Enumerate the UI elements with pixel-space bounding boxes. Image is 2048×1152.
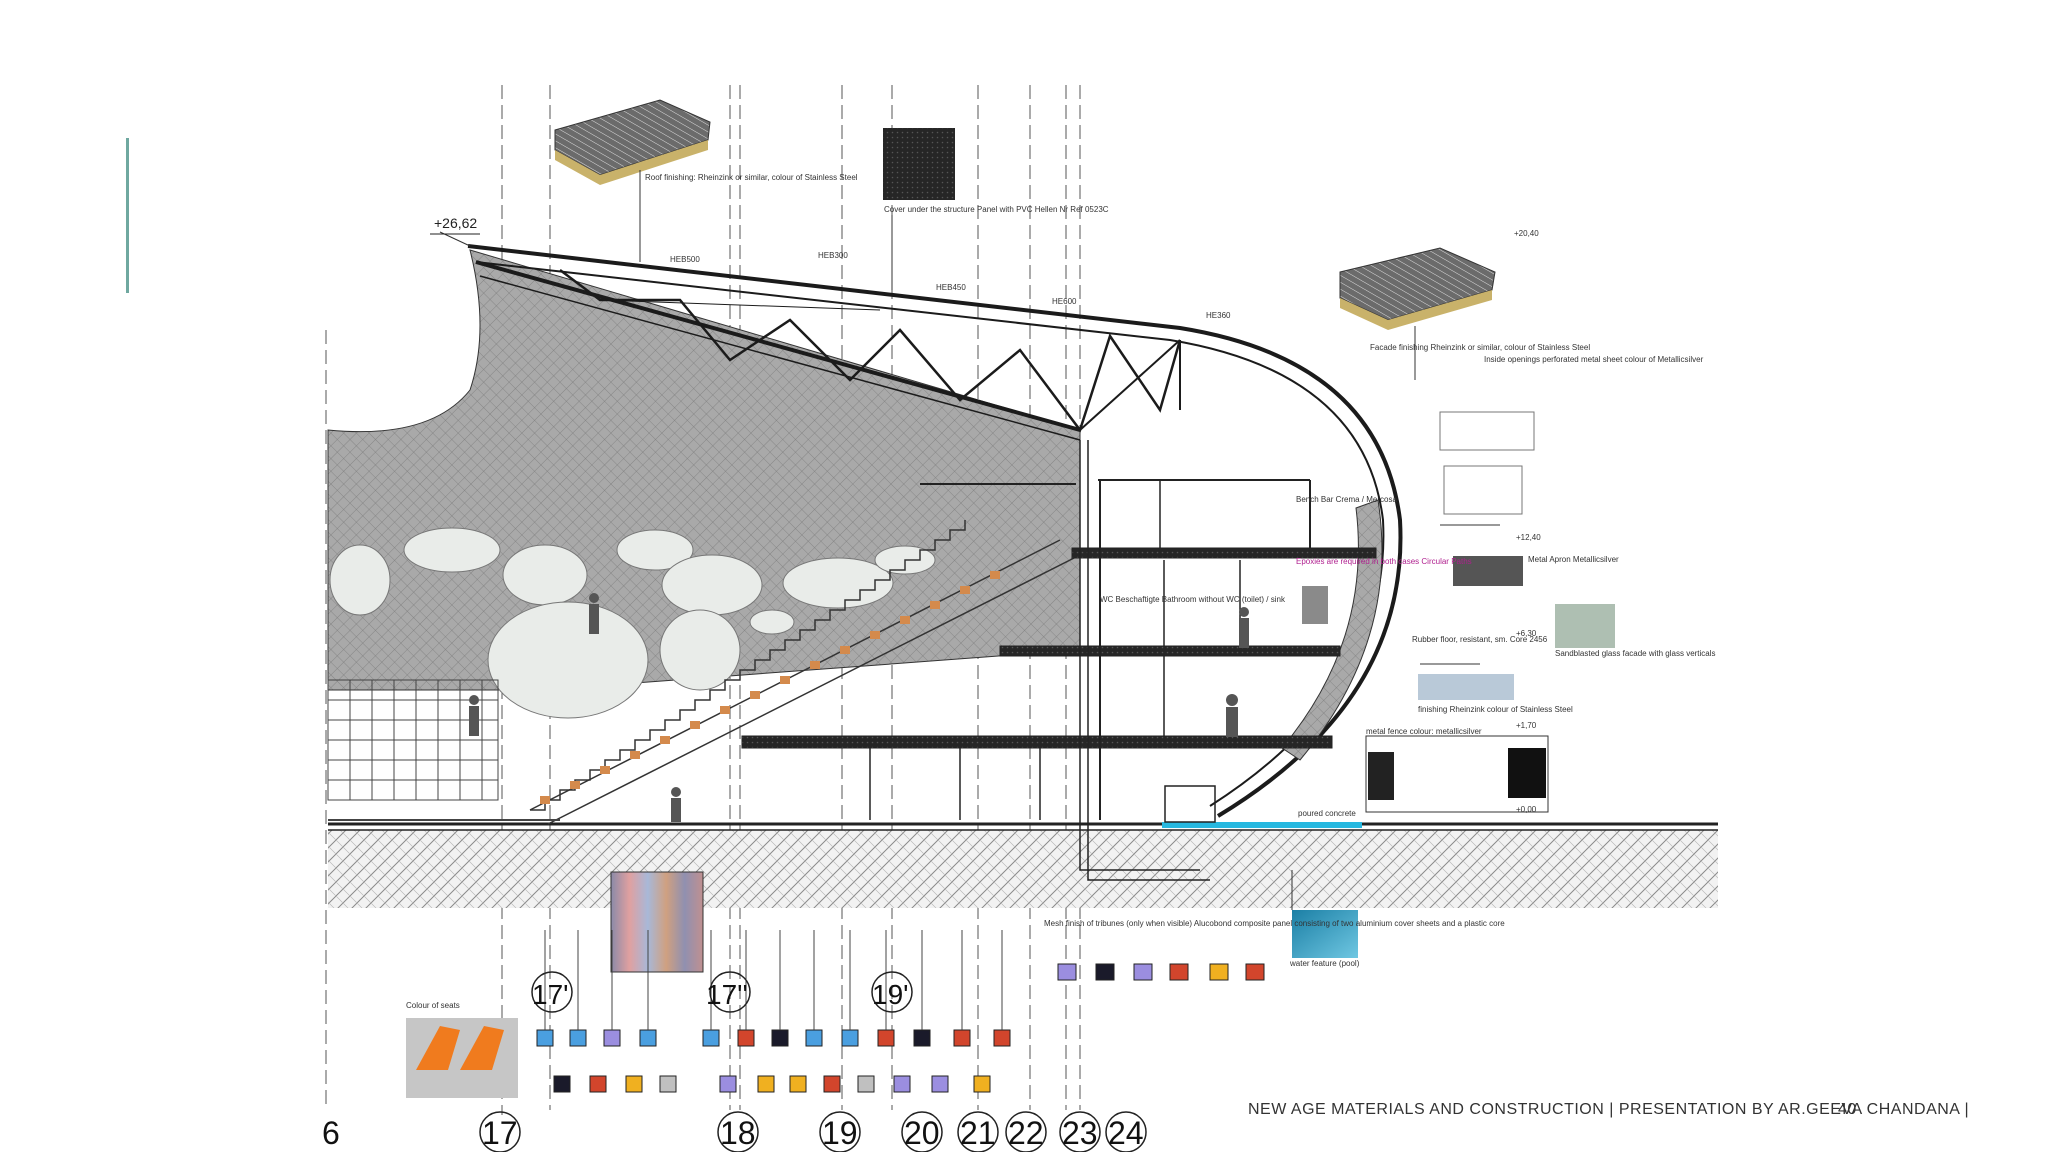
axis-labels: 6 17 18 19 20 21 22 23 24 [322, 1115, 1144, 1151]
dim-3: +6,30 [1516, 629, 1537, 638]
axis-mid-2: 17'' [706, 979, 748, 1010]
dimension-tags: +20,40 +12,40 +6,30 +1,70 +0,00 HEB500 H… [670, 229, 1541, 814]
seat-rows [540, 571, 1000, 804]
axis-label-17: 17 [482, 1115, 518, 1151]
annotations: Roof finishing: Rheinzink or similar, co… [406, 173, 1716, 1010]
dim-5: +0,00 [1516, 805, 1537, 814]
dim-8: HEB450 [936, 283, 966, 292]
interior-floors [741, 440, 1377, 881]
axis-label-20: 20 [904, 1115, 940, 1151]
axis-label-21: 21 [960, 1115, 996, 1151]
dim-7: HEB300 [818, 251, 848, 260]
label-metal-fence: metal fence colour: metallicsilver [1366, 727, 1482, 736]
label-roof-finishing: Roof finishing: Rheinzink or similar, co… [645, 173, 858, 182]
dim-10: HE360 [1206, 311, 1231, 320]
dim-1: +20,40 [1514, 229, 1539, 238]
axis-circles [479, 1111, 1147, 1152]
tribune-stairs [529, 520, 1081, 825]
axis-mid-3: 19' [872, 979, 909, 1010]
label-metal-apron: Metal Apron Metallicsilver [1528, 555, 1619, 564]
label-rubber-floor: Rubber floor, resistant, sm. Core 2456 [1412, 635, 1548, 644]
label-mesh-finish: Mesh finish of tribunes (only when visib… [1044, 919, 1505, 928]
accent-bar [126, 138, 129, 293]
footer: NEW AGE MATERIALS AND CONSTRUCTION | PRE… [1248, 1101, 1969, 1125]
label-poured-concrete: poured concrete [1298, 809, 1356, 818]
footer-text: NEW AGE MATERIALS AND CONSTRUCTION | PRE… [1248, 1101, 1970, 1118]
dim-2: +12,40 [1516, 533, 1541, 542]
label-wall-finish: Bench Bar Crema / Mercosa [1296, 495, 1397, 504]
colour-swatches [536, 963, 1265, 1093]
facade-stone-band [1281, 499, 1383, 761]
axis-label-19: 19 [822, 1115, 858, 1151]
label-colour-of-seats: Colour of seats [406, 1001, 460, 1010]
label-cover-under-truss: Cover under the structure Panel with PVC… [884, 205, 1109, 214]
axis-label-6: 6 [322, 1115, 340, 1151]
page-number: 40 [1838, 1101, 1857, 1118]
swatch-leaders [544, 930, 1003, 1030]
dim-6: HEB500 [670, 255, 700, 264]
pool-edge [1162, 822, 1362, 828]
label-finishing-rheinzink: finishing Rheinzink colour of Stainless … [1418, 705, 1573, 714]
ground-hatch [328, 830, 1718, 908]
dim-4: +1,70 [1516, 721, 1537, 730]
axis-label-23: 23 [1062, 1115, 1098, 1151]
label-wc: WC Beschaftigte Bathroom without WC (toi… [1100, 595, 1286, 604]
label-epoxy-note: Epoxies are required in both cases Circu… [1296, 557, 1472, 566]
material-samples [406, 99, 1615, 1098]
mid-axis-circles [531, 971, 913, 1013]
dim-9: HE600 [1052, 297, 1077, 306]
axis-mid-1: 17' [532, 979, 569, 1010]
level-top-label: +26,62 [434, 215, 477, 231]
left-block [327, 679, 560, 821]
mesh-openings [329, 527, 936, 719]
label-sandblast-glass: Sandblasted glass facade with glass vert… [1555, 649, 1716, 658]
axis-label-22: 22 [1008, 1115, 1044, 1151]
axis-label-18: 18 [720, 1115, 756, 1151]
label-water-feature: water feature (pool) [1289, 959, 1360, 968]
axis-label-24: 24 [1108, 1115, 1144, 1151]
people-figures [469, 593, 1249, 822]
label-inside-openings: Inside openings perforated metal sheet c… [1484, 355, 1704, 364]
label-facade-finishing: Facade finishing Rheinzink or similar, c… [1370, 343, 1590, 352]
mid-axis-labels: 17' 17'' 19' [532, 979, 909, 1010]
